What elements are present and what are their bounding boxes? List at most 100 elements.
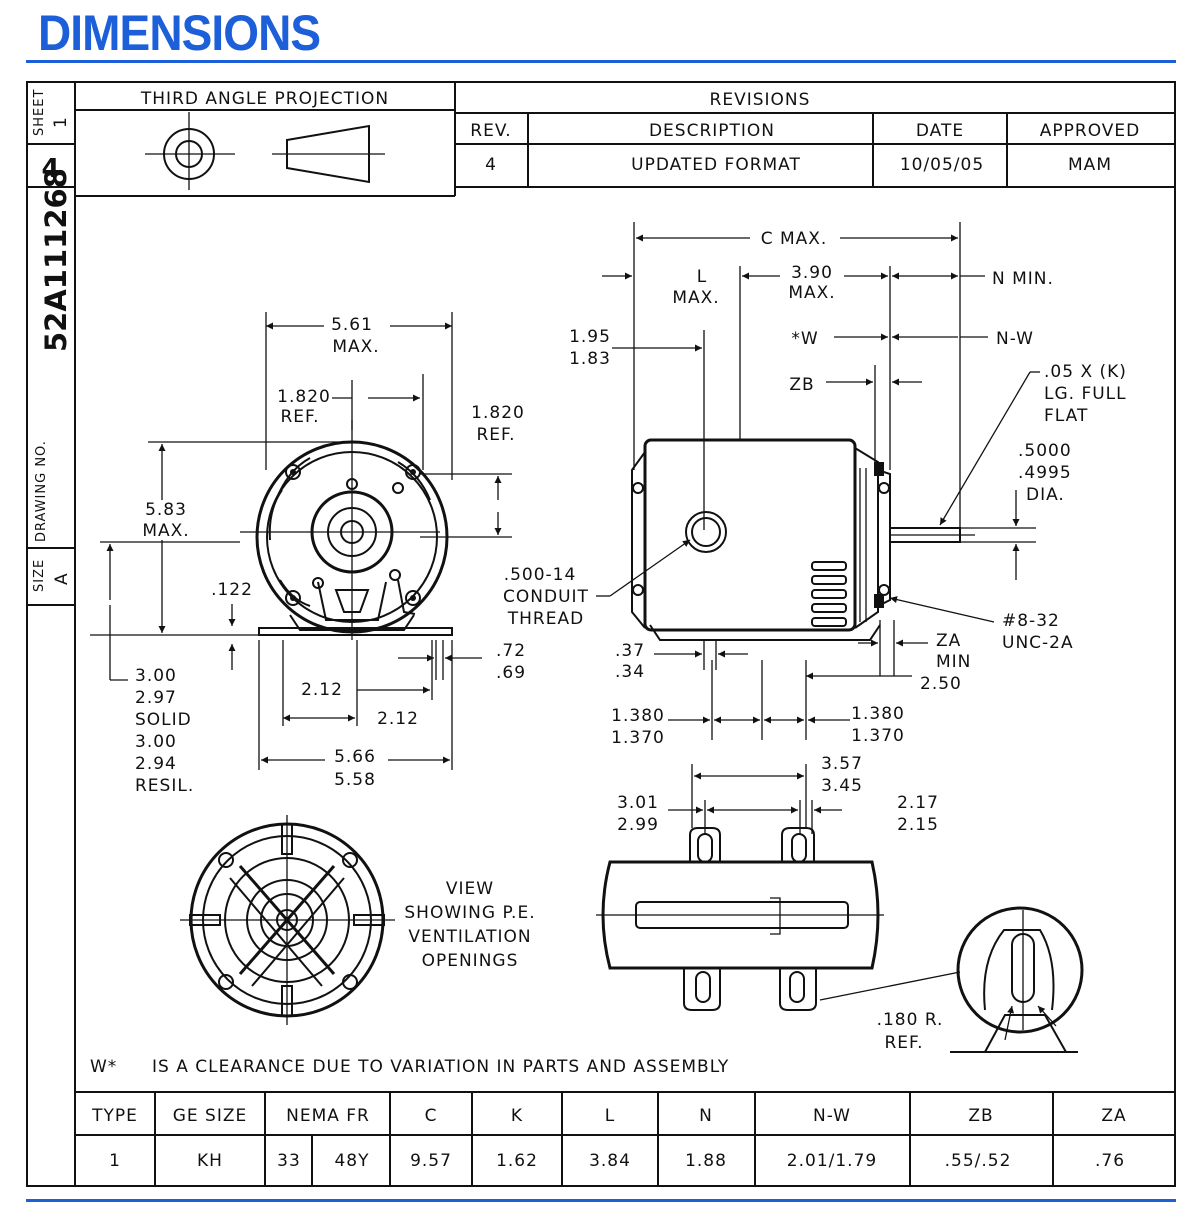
dim-5-61-max: MAX.: [332, 337, 379, 357]
end-view-caption-2: SHOWING P.E.: [404, 903, 535, 923]
dim-1-820-ref-b-label: REF.: [476, 425, 515, 445]
dim-1-820-ref-a-label: REF.: [280, 407, 319, 427]
sheet-label: SHEET: [32, 89, 47, 136]
size-value: A: [52, 572, 72, 585]
drawing-frame: [26, 81, 1176, 1187]
th-za: ZA: [1101, 1106, 1126, 1126]
clearance-note: W* IS A CLEARANCE DUE TO VARIATION IN PA…: [90, 1057, 729, 1077]
end-view-caption-1: VIEW: [446, 879, 494, 899]
dim-l-max: MAX.: [672, 288, 719, 308]
td-c: 9.57: [410, 1151, 452, 1171]
conduit-note-2: CONDUIT: [503, 587, 589, 607]
dim-1-820-ref-a: 1.820: [277, 387, 331, 407]
td-n-w: 2.01/1.79: [787, 1151, 877, 1171]
dim-za-min: MIN: [936, 652, 971, 672]
dim-3-90: 3.90: [791, 263, 833, 283]
dim-3-00-resil: 3.00: [135, 732, 177, 752]
resil-label: RESIL.: [135, 776, 194, 796]
th-zb: ZB: [968, 1106, 993, 1126]
td-n: 1.88: [685, 1151, 727, 1171]
dim-2-12-a: 2.12: [301, 680, 343, 700]
dim-0-37: .37: [615, 641, 645, 661]
dim-1-95: 1.95: [569, 327, 611, 347]
td-type: 1: [109, 1151, 121, 1171]
th-ge-size: GE SIZE: [173, 1106, 248, 1126]
dim-5-83: 5.83: [145, 500, 187, 520]
rev-value: 4: [485, 155, 497, 175]
td-l: 3.84: [589, 1151, 631, 1171]
dim-5-66: 5.66: [334, 747, 376, 767]
flat-note-2: LG. FULL: [1044, 384, 1127, 404]
drawing-no-label: DRAWING NO.: [34, 440, 49, 542]
radius-note-ref: REF.: [884, 1033, 923, 1053]
td-ge-size: KH: [197, 1151, 223, 1171]
th-l: L: [605, 1106, 615, 1126]
dim-n-w: N-W: [996, 329, 1034, 349]
dim-2-12-b: 2.12: [377, 709, 419, 729]
dim-5-58: 5.58: [334, 770, 376, 790]
title-rule: [26, 60, 1176, 63]
approved-value: MAM: [1068, 155, 1112, 175]
note-marker: W*: [90, 1057, 117, 1077]
end-view-caption-3: VENTILATION: [408, 927, 531, 947]
dim-2-15: 2.15: [897, 815, 939, 835]
th-c: C: [425, 1106, 438, 1126]
dim-2-99: 2.99: [617, 815, 659, 835]
size-label: SIZE: [32, 559, 47, 592]
flat-note-1: .05 X (K): [1044, 362, 1127, 382]
dim-zb: ZB: [789, 375, 814, 395]
screw-note-2: UNC-2A: [1002, 633, 1074, 653]
end-view: VIEW SHOWING P.E. VENTILATION OPENINGS: [180, 815, 535, 1025]
th-nema-fr: NEMA FR: [286, 1106, 370, 1126]
dim-5-61: 5.61: [331, 315, 373, 335]
dim-0-34: .34: [615, 662, 645, 682]
footer-rule: [26, 1199, 1176, 1202]
side-view: C MAX. L MAX. 3.90 MAX. N MIN. 1.95 1.83…: [503, 222, 1127, 748]
rev-header: REV.: [470, 121, 511, 141]
dia-3: DIA.: [1026, 485, 1065, 505]
screw-note-1: #8-32: [1002, 611, 1060, 631]
th-n-w: N-W: [813, 1106, 851, 1126]
note-text: IS A CLEARANCE DUE TO VARIATION IN PARTS…: [152, 1057, 729, 1077]
dim-0-69: .69: [496, 663, 526, 683]
td-k: 1.62: [496, 1151, 538, 1171]
td-nema-33: 33: [277, 1151, 301, 1171]
page-title: DIMENSIONS: [38, 5, 321, 61]
dim-3-01: 3.01: [617, 793, 659, 813]
projection-label: THIRD ANGLE PROJECTION: [140, 89, 389, 109]
dim-0-72: .72: [496, 641, 526, 661]
solid-label: SOLID: [135, 710, 192, 730]
bottom-view: 3.57 3.45 3.01 2.99 2.17 2.15 .180 R. RE…: [596, 754, 1084, 1053]
dim-0-122: .122: [211, 580, 253, 600]
dim-w: *W: [791, 329, 818, 349]
date-header: DATE: [916, 121, 964, 141]
dim-n-min: N MIN.: [992, 269, 1054, 289]
third-angle-symbol: THIRD ANGLE PROJECTION: [140, 89, 389, 190]
date-value: 10/05/05: [900, 155, 984, 175]
dim-3-00-solid: 3.00: [135, 666, 177, 686]
dia-2: .4995: [1018, 463, 1072, 483]
th-type: TYPE: [91, 1106, 138, 1126]
dim-3-45: 3.45: [821, 776, 863, 796]
conduit-note-3: THREAD: [507, 609, 584, 629]
end-view-caption-4: OPENINGS: [422, 951, 519, 971]
dim-1-380-a: 1.380: [611, 706, 665, 726]
dim-3-90-max: MAX.: [788, 283, 835, 303]
sheet-number: 4: [41, 154, 60, 184]
dim-c-max: C MAX.: [761, 229, 828, 249]
title-block-sidebar: SHEET 1 4 52A111268 DRAWING NO. SIZE A: [32, 89, 73, 592]
drawing-number: 52A111268: [39, 168, 73, 352]
dim-2-17: 2.17: [897, 793, 939, 813]
dim-5-83-max: MAX.: [142, 521, 189, 541]
dim-1-370-b: 1.370: [851, 726, 905, 746]
th-n: N: [699, 1106, 713, 1126]
sheet-value: 1: [51, 116, 71, 128]
description-value: UPDATED FORMAT: [631, 155, 801, 175]
dim-1-83: 1.83: [569, 349, 611, 369]
approved-header: APPROVED: [1040, 121, 1141, 141]
th-k: K: [511, 1106, 523, 1126]
conduit-note-1: .500-14: [504, 565, 577, 585]
flat-note-3: FLAT: [1044, 406, 1088, 426]
radius-note: .180 R.: [877, 1010, 944, 1030]
